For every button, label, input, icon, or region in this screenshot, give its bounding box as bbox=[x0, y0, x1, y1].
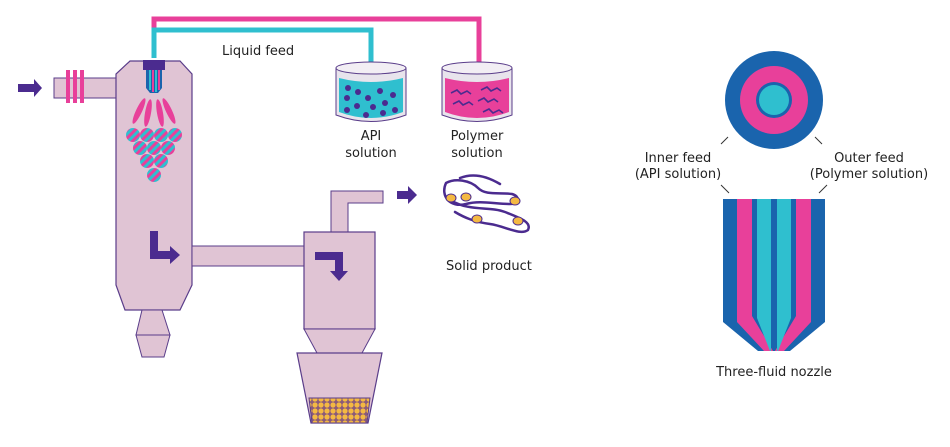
api-solution-label-line2: solution bbox=[345, 146, 396, 161]
api-beaker bbox=[335, 61, 407, 122]
leader-lines bbox=[720, 136, 828, 194]
api-feed-line bbox=[151, 27, 374, 76]
inner-feed-label-line2: (API solution) bbox=[635, 167, 721, 182]
liquid-feed-label: Liquid feed bbox=[222, 44, 294, 59]
spray-droplets bbox=[132, 98, 176, 127]
api-solution-label-line1: API bbox=[361, 129, 382, 144]
chamber-outlet-upper bbox=[135, 309, 171, 336]
chamber-outlet-lower bbox=[135, 334, 171, 358]
connecting-duct bbox=[191, 245, 305, 267]
heater-band bbox=[66, 70, 70, 103]
collected-powder bbox=[308, 397, 371, 424]
cyclone-body bbox=[303, 231, 376, 330]
polymer-solution-label-line1: Polymer bbox=[451, 129, 504, 144]
nozzle-cross-section bbox=[725, 51, 823, 149]
solid-product-label: Solid product bbox=[446, 259, 532, 274]
inlet-arrow bbox=[18, 79, 42, 97]
outer-feed-label-line1: Outer feed bbox=[834, 151, 904, 166]
heater-band bbox=[73, 70, 77, 103]
cyclone-exhaust-pipe bbox=[330, 190, 384, 233]
nozzle-cap bbox=[143, 60, 165, 70]
dried-particles bbox=[126, 128, 182, 182]
inner-feed-label-line1: Inner feed bbox=[645, 151, 712, 166]
polymer-beaker bbox=[441, 61, 513, 122]
solid-product-particles bbox=[445, 192, 524, 226]
outer-feed-label-line2: (Polymer solution) bbox=[810, 167, 928, 182]
inlet-pipe bbox=[53, 77, 117, 99]
heater-band bbox=[80, 70, 84, 103]
output-arrow bbox=[397, 186, 417, 204]
flow-arrow-cyclone bbox=[315, 252, 348, 281]
flow-arrow-chamber bbox=[150, 231, 180, 264]
three-fluid-nozzle-label: Three-fluid nozzle bbox=[715, 365, 832, 380]
drying-chamber bbox=[115, 60, 193, 311]
cyclone-cone bbox=[303, 328, 376, 354]
polymer-solution-label-line2: solution bbox=[451, 146, 502, 161]
nozzle-longitudinal-section bbox=[723, 199, 825, 351]
